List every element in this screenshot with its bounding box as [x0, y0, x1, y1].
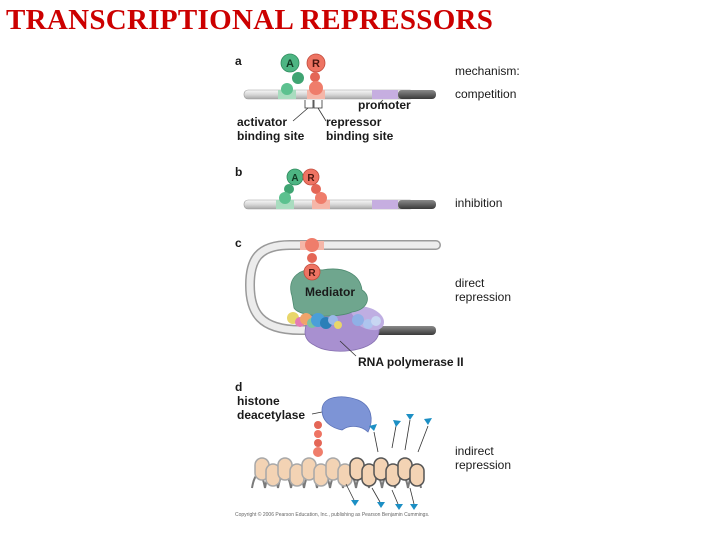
histone-deacetylase-enzyme	[321, 396, 372, 433]
panel-a-repressor: R	[306, 53, 326, 95]
copyright-notice: Copyright © 2006 Pearson Education, Inc.…	[235, 511, 429, 518]
panel-b-repressor: R	[302, 168, 327, 204]
panel-c-repressor: R	[303, 238, 321, 281]
panel-b-letter: b	[235, 165, 242, 179]
panel-b-repressor-glyph: R	[307, 173, 315, 184]
panel-a-activator-glyph: A	[286, 58, 294, 70]
repressor-site-label-2: binding site	[326, 129, 394, 143]
deacetylase-callout-line	[311, 411, 323, 415]
panel-d-repressor	[313, 421, 323, 457]
deacetylase-label: deacetylase	[237, 408, 305, 422]
panel-a-activator: A	[280, 53, 304, 95]
promoter-label: promoter	[358, 98, 411, 112]
activator-site-label-1: activator	[237, 115, 287, 129]
panel-c: c Mediator	[235, 236, 511, 369]
panel-a-callout-lines	[292, 99, 384, 122]
repressor-site-label-1: repressor	[326, 115, 382, 129]
mechanism-competition: competition	[455, 87, 516, 101]
panel-c-repressor-glyph: R	[308, 268, 316, 279]
mechanism-repression-c: repression	[455, 290, 511, 304]
panel-a-repressor-glyph: R	[312, 58, 320, 70]
acetyl-groups-up	[373, 419, 429, 453]
panel-d-letter: d	[235, 380, 242, 394]
panel-b-dna	[243, 199, 436, 210]
mediator-complex: Mediator	[290, 268, 368, 317]
acetyl-groups-down	[345, 483, 415, 505]
panel-b: b A R inhibition	[235, 165, 502, 210]
gene-body	[398, 90, 436, 99]
rna-polymerase-label: RNA polymerase II	[358, 355, 464, 369]
mechanism-inhibition: inhibition	[455, 196, 502, 210]
panel-b-activator: A	[279, 168, 304, 204]
promoter-region	[372, 90, 398, 99]
panel-c-letter: c	[235, 236, 242, 250]
panel-a-letter: a	[235, 54, 242, 68]
histone-label: histone	[237, 394, 280, 408]
activator-site-label-2: binding site	[237, 129, 305, 143]
mechanism-direct: direct	[455, 276, 485, 290]
general-transcription-factors	[287, 312, 381, 329]
polymerase-callout-line	[339, 340, 357, 357]
mediator-label: Mediator	[305, 285, 355, 299]
acetyl-triangles-down	[351, 500, 418, 510]
nucleosome-array	[251, 457, 425, 489]
slide-title: TRANSCRIPTIONAL REPRESSORS	[6, 4, 494, 36]
mechanism-heading: mechanism:	[455, 64, 520, 78]
mechanism-repression-d: repression	[455, 458, 511, 472]
panel-d: d histone deacetylase	[235, 380, 511, 510]
panel-b-activator-glyph: A	[291, 173, 298, 184]
panel-a: a A R promoter acti	[235, 53, 520, 143]
acetyl-triangles-up	[369, 414, 432, 431]
mechanism-indirect: indirect	[455, 444, 494, 458]
